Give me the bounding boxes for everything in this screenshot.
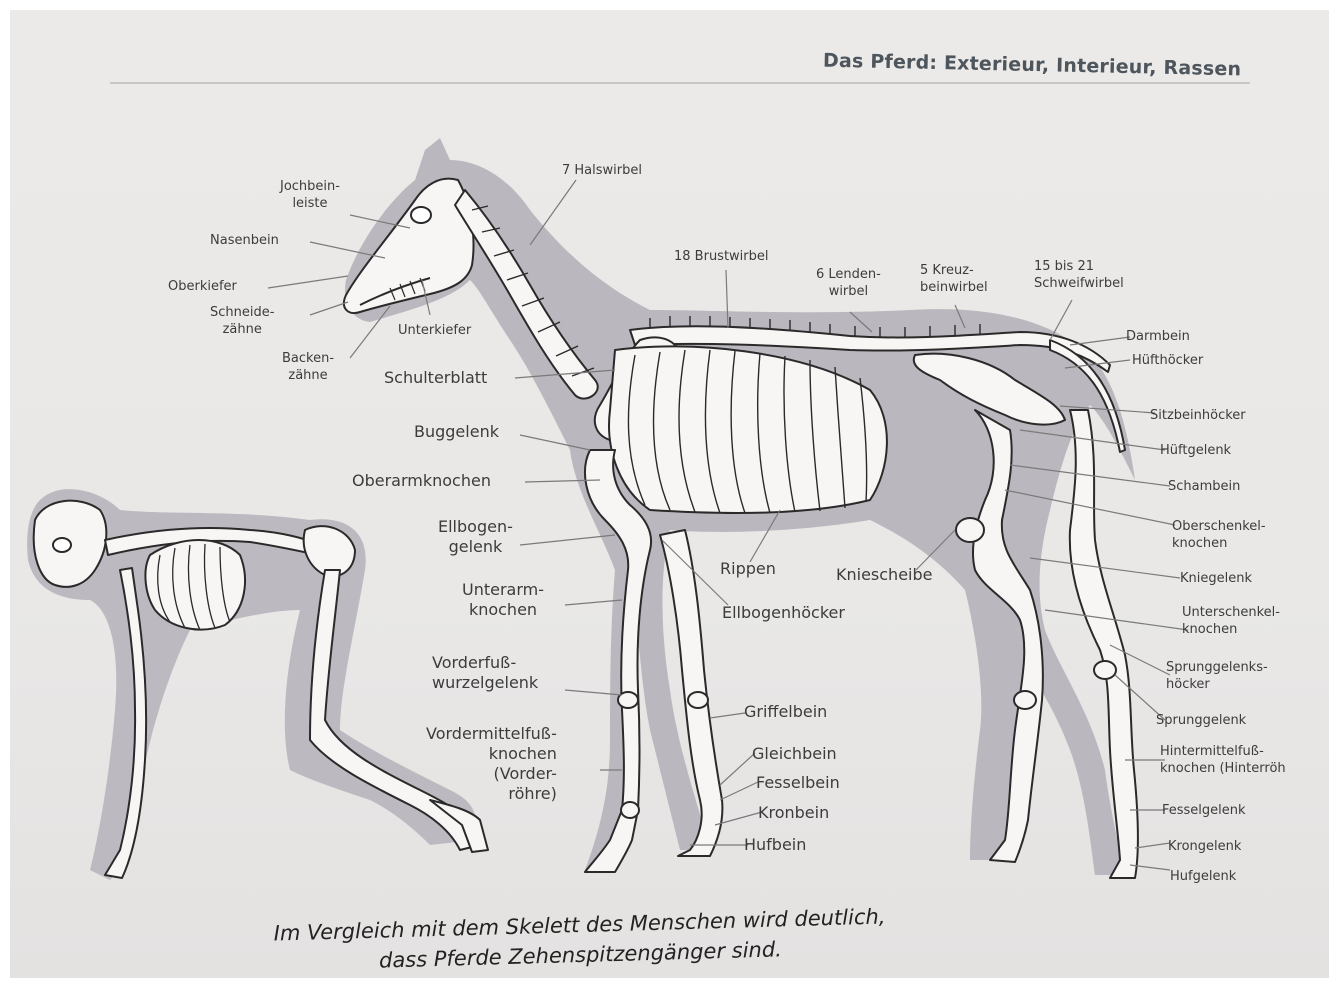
label-buggelenk: Buggelenk [414, 422, 499, 442]
label-schambein: Schambein [1168, 478, 1240, 495]
label-hueftgelenk: Hüftgelenk [1160, 442, 1231, 459]
label-gleichbein: Gleichbein [752, 744, 837, 764]
skeleton-illustration [10, 10, 1329, 978]
label-brustwirbel: 18 Brustwirbel [674, 248, 769, 265]
label-backenzaehne: Backen- zähne [282, 350, 334, 384]
label-kreuzbeinwirbel: 5 Kreuz- beinwirbel [920, 262, 988, 296]
label-jochbeinleiste: Jochbein- leiste [280, 178, 340, 212]
label-lendenwirbel: 6 Lenden- wirbel [816, 266, 881, 300]
label-kniescheibe: Kniescheibe [836, 565, 932, 585]
label-oberschenkelknochen: Oberschenkel- knochen [1172, 518, 1266, 552]
label-rippen: Rippen [720, 559, 776, 579]
label-hufthoecker: Hüfthöcker [1132, 352, 1203, 369]
label-ellbogenhoecker: Ellbogenhöcker [722, 603, 845, 623]
label-krongelenk: Krongelenk [1168, 838, 1241, 855]
label-nasenbein: Nasenbein [210, 232, 279, 249]
label-unterschenkelknochen: Unterschenkel- knochen [1182, 604, 1280, 638]
label-unterarmknochen: Unterarm- knochen [462, 580, 544, 620]
label-halswirbel: 7 Halswirbel [562, 162, 642, 179]
label-darmbein: Darmbein [1126, 328, 1190, 345]
label-kniegelenk: Kniegelenk [1180, 570, 1252, 587]
label-fesselbein: Fesselbein [756, 773, 840, 793]
label-ellbogengelenk: Ellbogen- gelenk [438, 517, 513, 557]
label-hufgelenk: Hufgelenk [1170, 868, 1236, 885]
label-vordermittelfussknochen: Vordermittelfuß- knochen (Vorder- röhre) [426, 724, 557, 804]
label-schulterblatt: Schulterblatt [384, 368, 487, 388]
label-oberkiefer: Oberkiefer [168, 278, 237, 295]
label-vorderfusswurzelgelenk: Vorderfuß- wurzelgelenk [432, 653, 538, 693]
label-schneidezaehne: Schneide- zähne [210, 304, 274, 338]
label-griffelbein: Griffelbein [744, 702, 827, 722]
label-kronbein: Kronbein [758, 803, 829, 823]
label-sprunggelenkshoecker: Sprunggelenks- höcker [1166, 659, 1268, 693]
label-unterkiefer: Unterkiefer [398, 322, 471, 339]
label-hufbein: Hufbein [744, 835, 806, 855]
label-schweifwirbel: 15 bis 21 Schweifwirbel [1034, 258, 1124, 292]
label-oberarmknochen: Oberarmknochen [352, 471, 491, 491]
label-fesselgelenk: Fesselgelenk [1162, 802, 1246, 819]
label-sprunggelenk: Sprunggelenk [1156, 712, 1246, 729]
label-sitzbeinhoecker: Sitzbeinhöcker [1150, 407, 1246, 424]
label-hintermittelfussknochen: Hintermittelfuß- knochen (Hinterröh [1160, 743, 1286, 777]
book-page: Das Pferd: Exterieur, Interieur, Rassen [10, 10, 1329, 978]
